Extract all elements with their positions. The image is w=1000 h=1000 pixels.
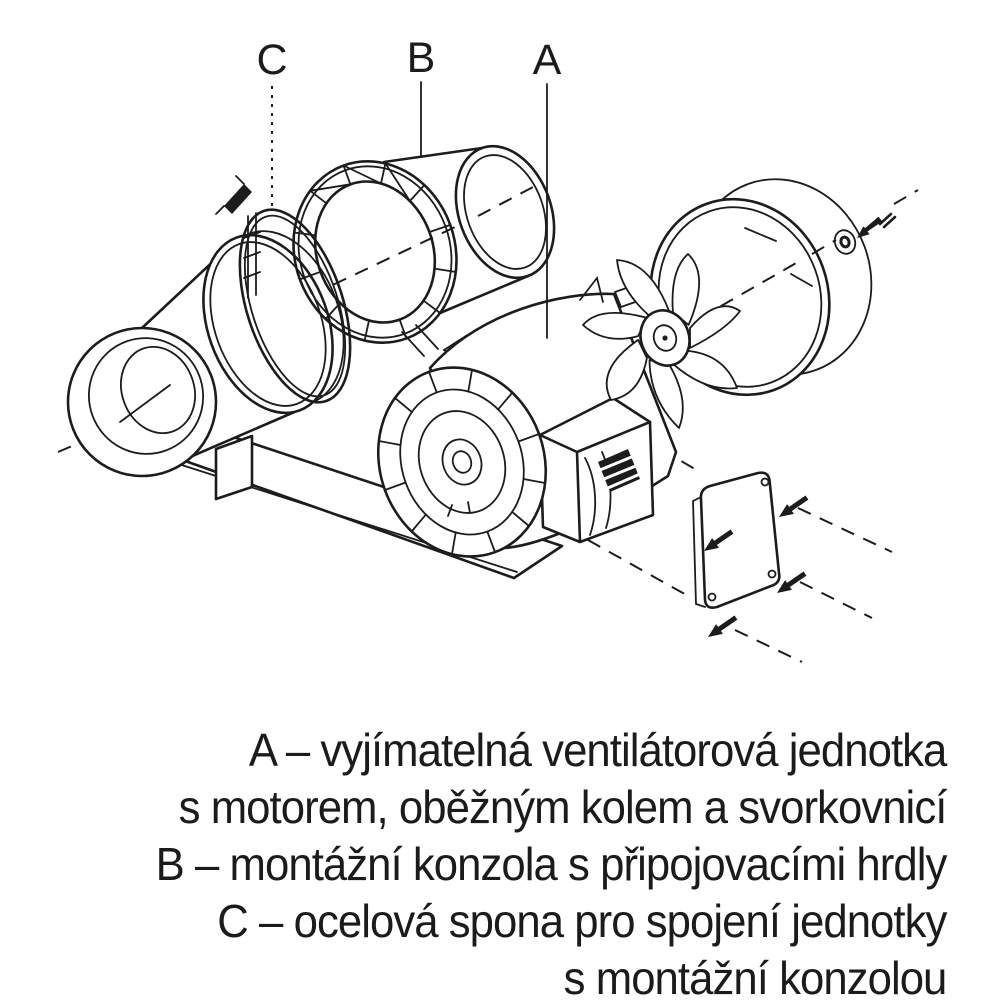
axis-dash-collar bbox=[699, 261, 799, 319]
legend: A – vyjímatelná ventilátorová jednotka s… bbox=[155, 722, 947, 1000]
left-duct-spigot bbox=[66, 230, 345, 478]
part-label-a: A bbox=[533, 36, 562, 84]
exploded-diagram: C B A bbox=[57, 34, 919, 663]
legend-line-c-2: s montážní konzolou bbox=[563, 952, 947, 1000]
terminal-cover-plate bbox=[692, 471, 893, 663]
cover-screw-2 bbox=[779, 495, 809, 517]
grille-spokes bbox=[378, 369, 546, 555]
part-label-c: C bbox=[256, 36, 287, 84]
washer bbox=[833, 229, 857, 255]
body-fin bbox=[579, 275, 604, 303]
ring-truss-spokes bbox=[293, 162, 457, 342]
mounting-bracket-ring bbox=[292, 160, 468, 364]
legend-line-a-1: A – vyjímatelná ventilátorová jednotka bbox=[248, 724, 947, 776]
part-callouts: C B A bbox=[256, 34, 562, 339]
legend-line-a-2: s motorem, oběžným kolem a svorkovnicí bbox=[178, 781, 947, 833]
part-label-b: B bbox=[407, 34, 436, 82]
bracket-upper-spigot bbox=[382, 144, 556, 315]
face-center-tick bbox=[119, 384, 171, 423]
cover-screw-1 bbox=[704, 529, 734, 551]
intake-grille bbox=[376, 366, 548, 558]
legend-line-c-1: C – ocelová spona pro spojení jednotky bbox=[216, 895, 947, 947]
fixing-screw bbox=[811, 189, 919, 255]
collar-center-ticks bbox=[744, 227, 813, 287]
impeller-blades bbox=[582, 253, 741, 429]
legend-line-b: B – montážní konzola s připojovacími hrd… bbox=[155, 838, 947, 890]
impeller bbox=[582, 253, 741, 429]
axis-dash-spigot bbox=[477, 185, 536, 217]
steel-clamp-ring bbox=[215, 175, 352, 404]
cover-screw-4 bbox=[708, 615, 738, 637]
clamp-band-pin bbox=[243, 212, 261, 299]
cover-screw-3 bbox=[777, 571, 807, 593]
clamp-worm-screw bbox=[224, 184, 252, 214]
terminal-block bbox=[598, 449, 641, 492]
